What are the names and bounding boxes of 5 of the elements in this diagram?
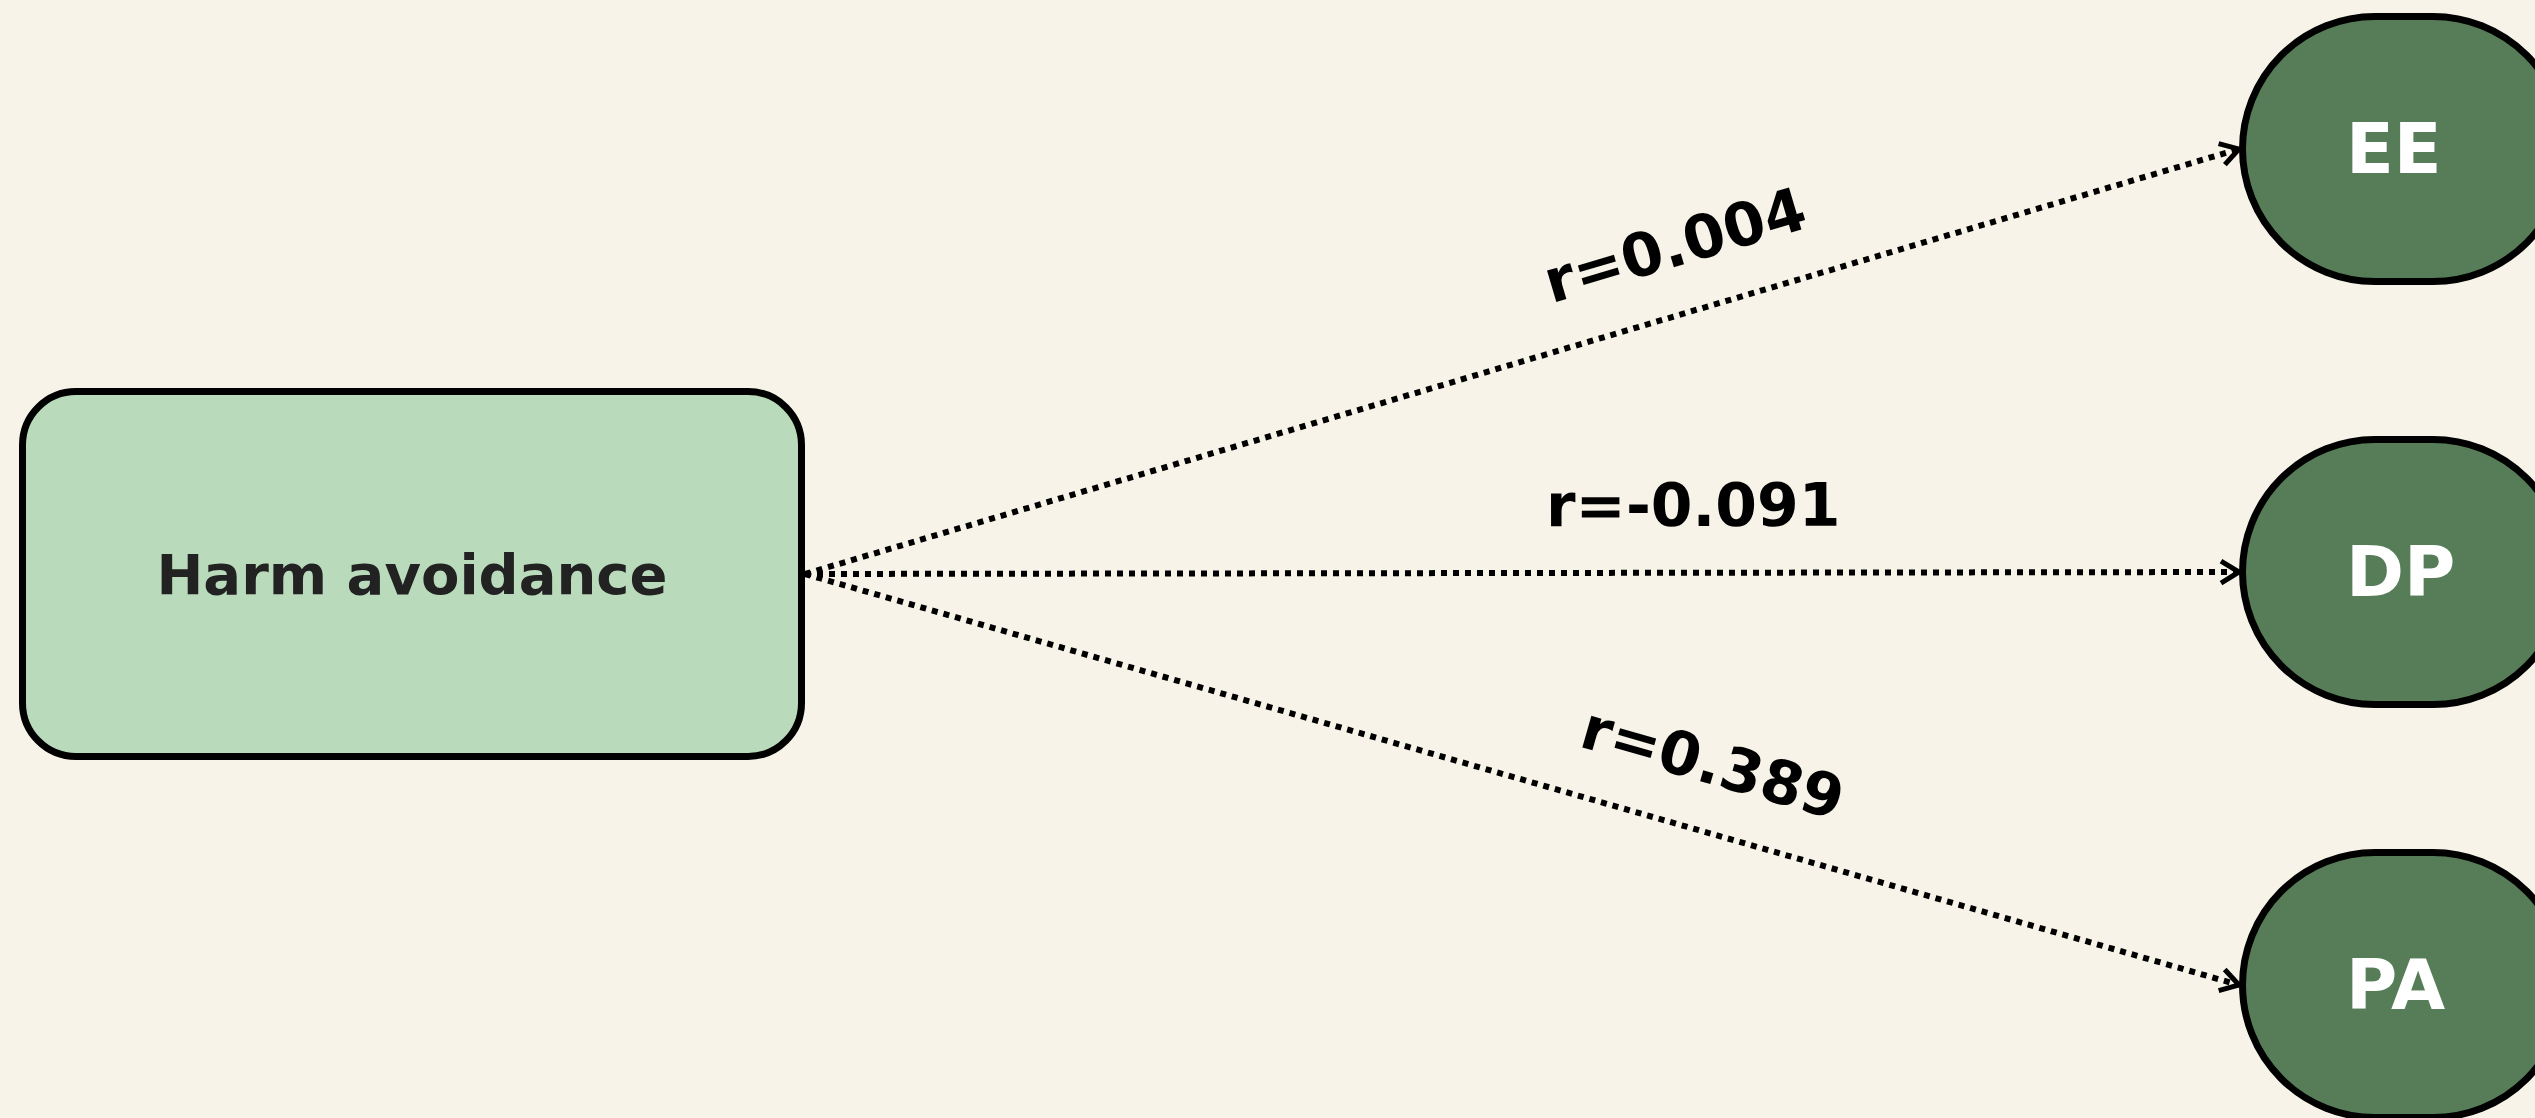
- node-label: DP: [2346, 531, 2456, 613]
- process-box: [19, 388, 805, 760]
- node-label: Harm avoidance: [156, 541, 668, 607]
- node-label: PA: [2346, 944, 2446, 1026]
- node-label: EE: [2346, 108, 2442, 190]
